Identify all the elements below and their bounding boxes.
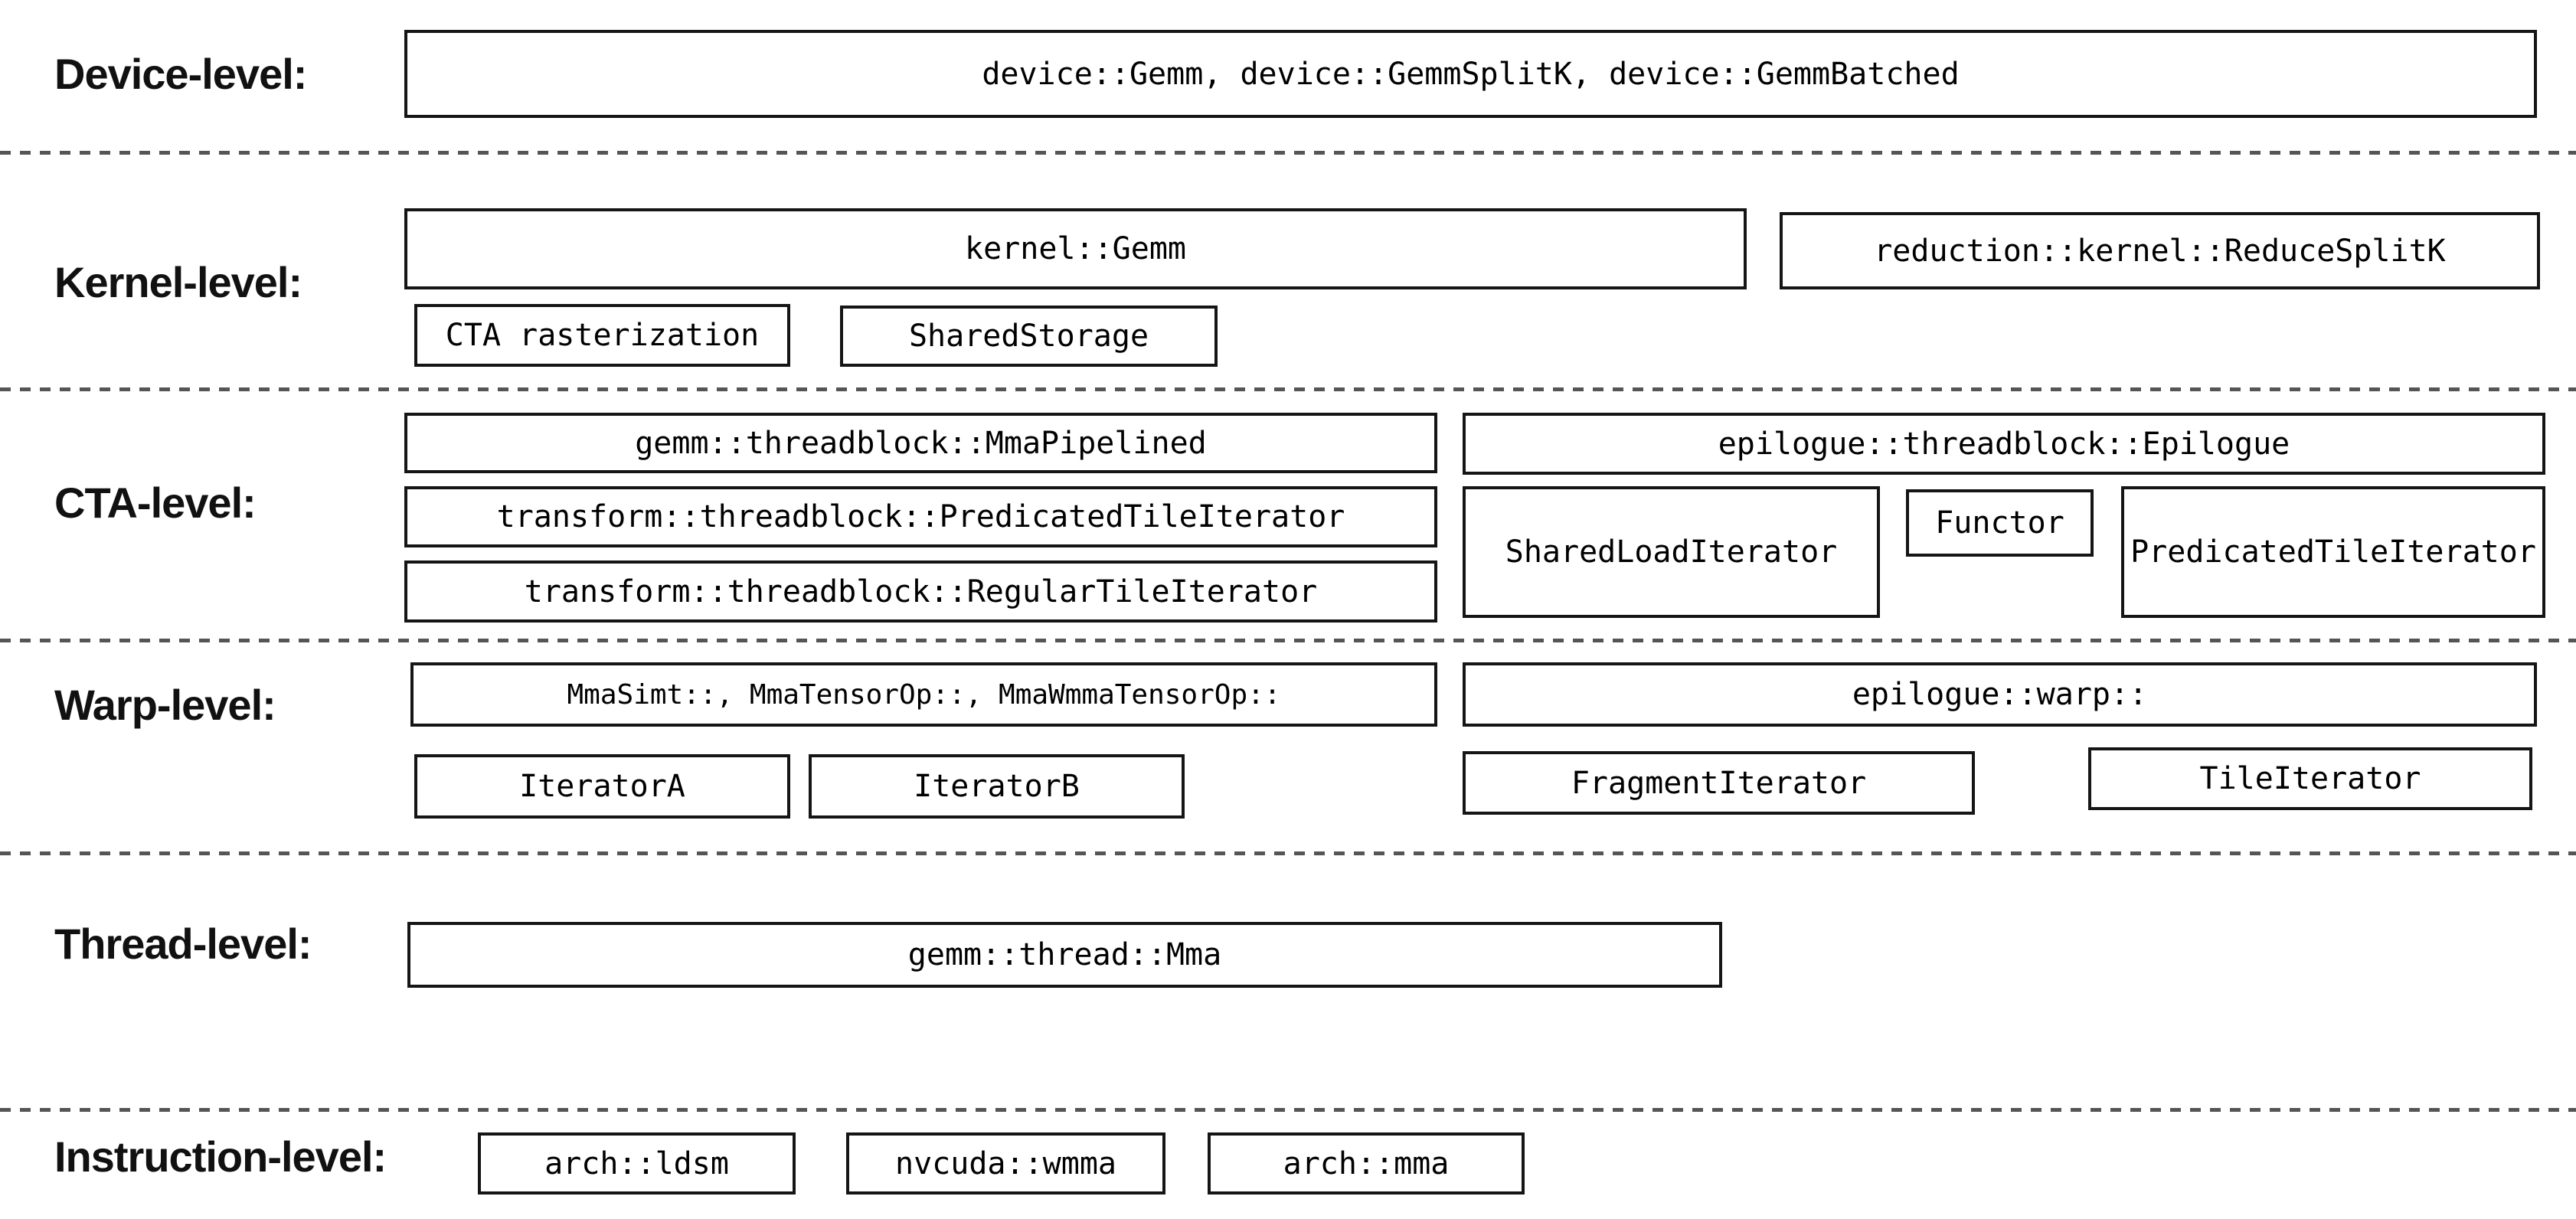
box-transform-threadblock-regulartileiterator: transform::threadblock::RegularTileItera… [404, 560, 1437, 623]
box-arch-mma: arch::mma [1208, 1132, 1525, 1194]
box-predicatedtileiterator: PredicatedTileIterator [2121, 486, 2545, 618]
box-fragmentiterator: FragmentIterator [1463, 751, 1975, 815]
box-reduction-kernel-reducesplitk: reduction::kernel::ReduceSplitK [1780, 212, 2540, 289]
divider-thread-instruction [0, 1108, 2576, 1112]
divider-kernel-cta [0, 387, 2576, 391]
box-sharedloaditerator: SharedLoadIterator [1463, 486, 1880, 618]
level-label-warp: Warp-level: [54, 681, 276, 729]
box-nvcuda-wmma: nvcuda::wmma [846, 1132, 1165, 1194]
divider-warp-thread [0, 851, 2576, 855]
box-arch-ldsm: arch::ldsm [478, 1132, 796, 1194]
box-kernel-gemm: kernel::Gemm [404, 208, 1747, 289]
divider-cta-warp [0, 639, 2576, 642]
box-functor: Functor [1906, 489, 2094, 557]
box-device-gemm-variants: device::Gemm, device::GemmSplitK, device… [404, 30, 2537, 118]
box-transform-threadblock-predicatedtileiterator: transform::threadblock::PredicatedTileIt… [404, 486, 1437, 547]
box-gemm-threadblock-mmapipelined: gemm::threadblock::MmaPipelined [404, 413, 1437, 473]
box-tileiterator: TileIterator [2088, 747, 2532, 810]
level-label-device: Device-level: [54, 50, 307, 98]
box-epilogue-threadblock-epilogue: epilogue::threadblock::Epilogue [1463, 413, 2545, 475]
level-label-kernel: Kernel-level: [54, 258, 302, 306]
box-gemm-thread-mma: gemm::thread::Mma [407, 922, 1722, 988]
box-shared-storage: SharedStorage [840, 306, 1218, 367]
box-warp-mma-variants: MmaSimt::, MmaTensorOp::, MmaWmmaTensorO… [410, 662, 1437, 727]
level-label-cta: CTA-level: [54, 479, 257, 527]
box-cta-rasterization: CTA rasterization [414, 304, 790, 367]
box-iterator-b: IteratorB [809, 754, 1185, 819]
level-label-thread: Thread-level: [54, 920, 312, 968]
divider-device-kernel [0, 151, 2576, 155]
level-label-instruction: Instruction-level: [54, 1132, 387, 1181]
box-iterator-a: IteratorA [414, 754, 790, 819]
box-epilogue-warp: epilogue::warp:: [1463, 662, 2537, 727]
